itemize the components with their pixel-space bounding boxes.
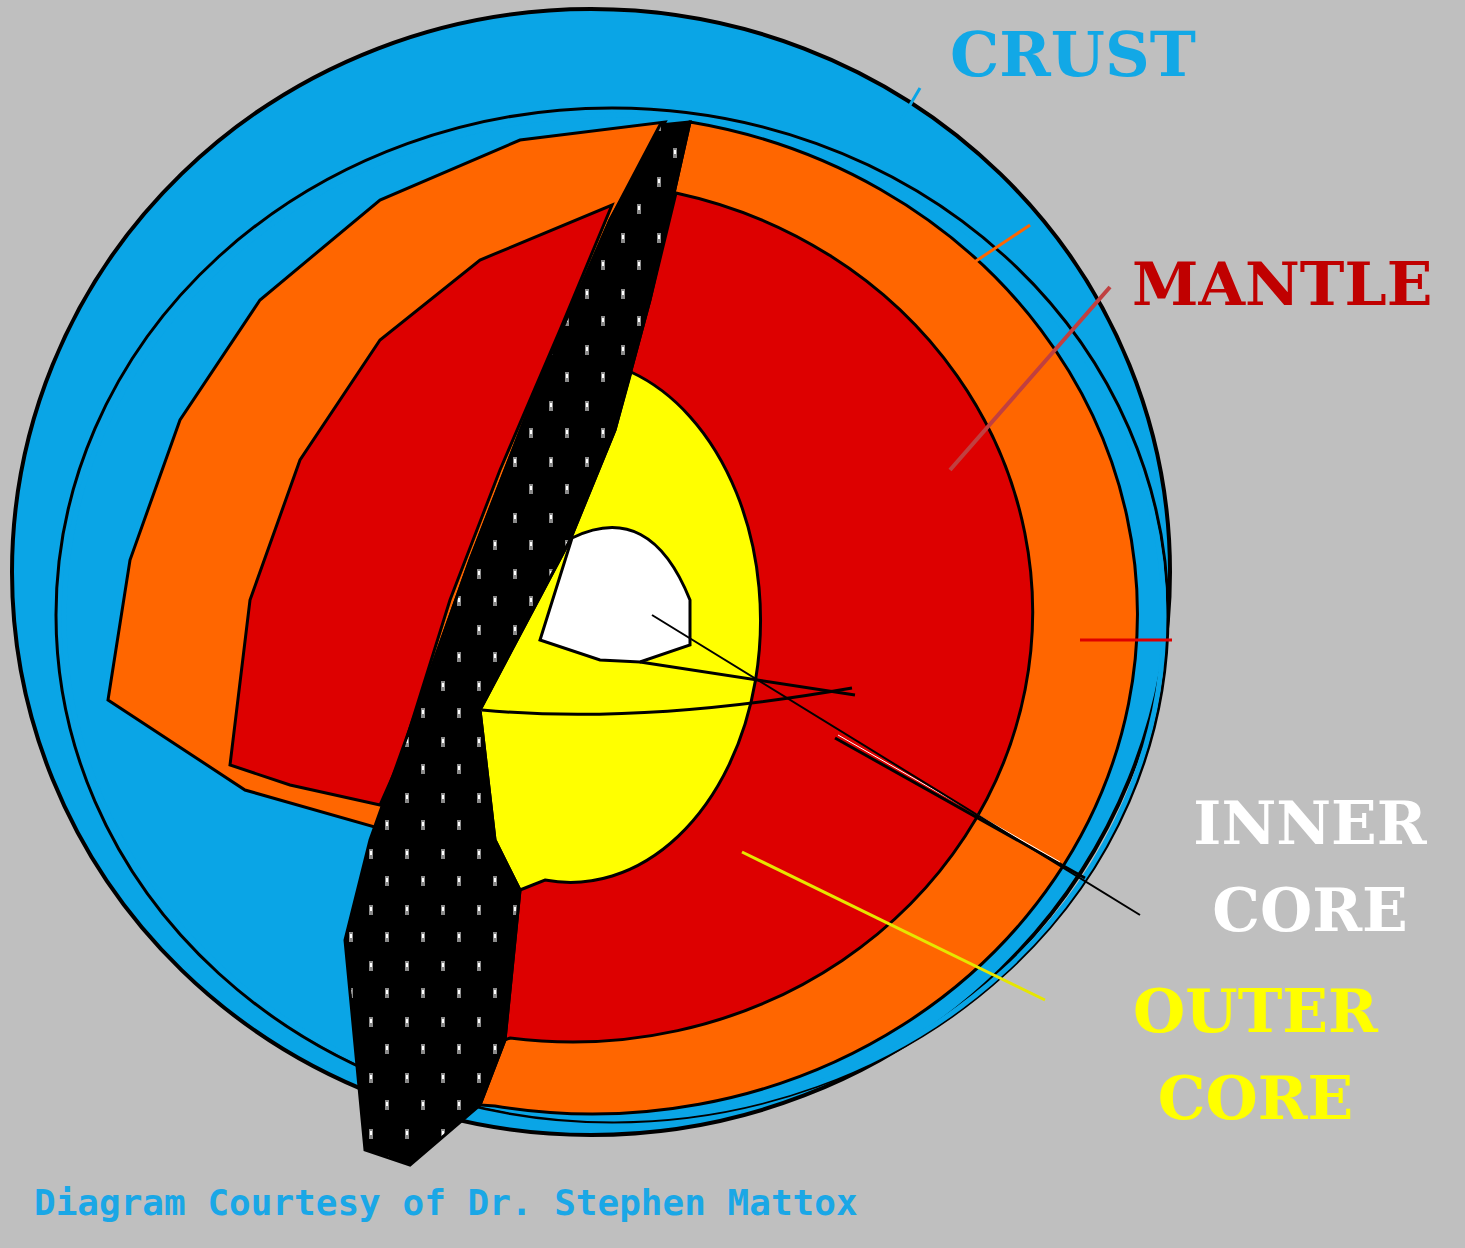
leader-line (1080, 639, 1172, 642)
leader-line (950, 287, 1110, 470)
layer-label: MANTLE (1132, 248, 1452, 320)
core-edge (640, 662, 855, 695)
leader-line (742, 852, 1045, 1000)
leader-line (900, 88, 920, 122)
mantle-section (480, 193, 1033, 1042)
layer-label: OUTER CORE (1128, 968, 1383, 1142)
leader-line (970, 225, 1030, 265)
crust-surface (12, 9, 1170, 1135)
leader-line (652, 615, 1140, 915)
layer-label: CRUST (950, 18, 1210, 92)
upper-mantle-section (480, 122, 1137, 1114)
core-edge (482, 688, 852, 714)
layer-label: INNER CORE (1185, 780, 1435, 954)
shaded-cut-face (345, 122, 690, 1165)
caption: Diagram Courtesy of Dr. Stephen Mattox (34, 1182, 858, 1223)
